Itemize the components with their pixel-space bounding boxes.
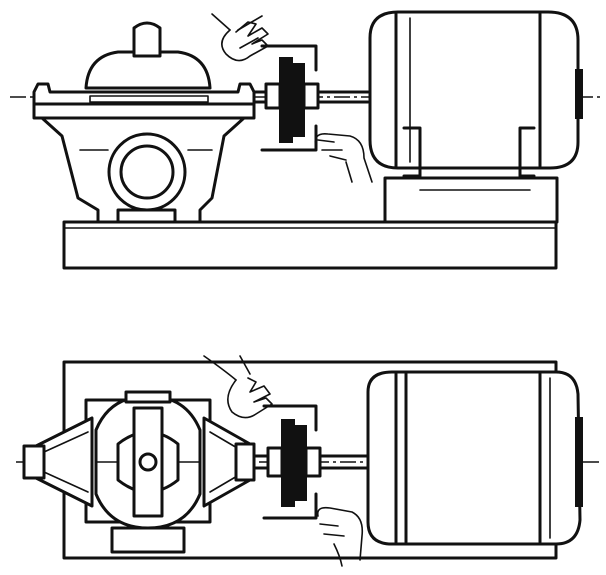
side-elevation-view: [10, 10, 600, 270]
motor-foot: [383, 176, 559, 224]
hand-top-upper: [211, 13, 269, 62]
hand-plan-lower: [316, 506, 364, 567]
split-case-pump: [32, 21, 256, 224]
hand-plan-upper: [203, 355, 273, 419]
discharge-flange-plan: [124, 390, 172, 404]
electric-motor: [368, 10, 583, 224]
hand-top-lower: [314, 132, 373, 183]
base-plate: [62, 220, 558, 270]
coupling-plan: [262, 404, 372, 520]
discharge-nozzle: [132, 21, 162, 58]
split-case-pump-plan: [22, 390, 256, 554]
suction-flange-plan: [110, 526, 186, 554]
electric-motor-plan: [366, 370, 583, 546]
coupling: [260, 44, 370, 152]
plan-view: [16, 355, 600, 567]
